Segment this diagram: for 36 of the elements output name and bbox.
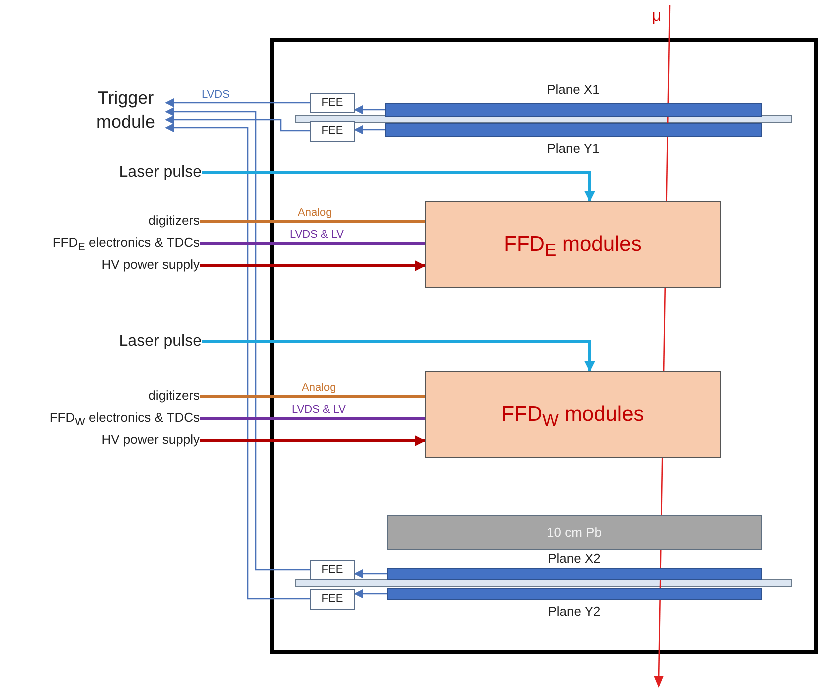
fee-box: FEE	[310, 93, 355, 113]
edge-label: LVDS	[200, 89, 232, 101]
module-label: Trigger module	[86, 86, 166, 138]
module-box: FFD$_{E}$ modules	[425, 201, 721, 288]
module-box: FFD$_{W}$ modules	[425, 371, 721, 458]
connector-arrow	[202, 340, 596, 372]
edge-label: LVDS & LV	[290, 404, 348, 416]
input-label: HV power supply	[30, 256, 200, 274]
input-label: digitizers	[30, 387, 200, 405]
fee-box: FEE	[310, 560, 355, 580]
connector-arrow	[354, 126, 385, 134]
fee-box: FEE	[310, 121, 355, 142]
plane-label: Plane X1	[546, 82, 601, 97]
connector-arrow	[354, 590, 387, 598]
plane-label: Plane X2	[547, 551, 602, 566]
input-label: FFD$_{E}$ electronics & TDCs	[20, 234, 200, 252]
lead-absorber: 10 cm Pb	[387, 515, 762, 550]
plane-label: Plane Y1	[546, 141, 601, 156]
connector-arrow	[165, 98, 310, 108]
input-label: Laser pulse	[100, 332, 202, 352]
connector-arrow	[200, 436, 426, 446]
connector-arrow	[202, 172, 596, 202]
edge-label: Analog	[296, 207, 334, 219]
fee-box: FEE	[310, 589, 355, 610]
edge-label: Analog	[300, 382, 338, 394]
particle-label: μ	[652, 6, 662, 26]
connector-arrow	[354, 570, 387, 578]
connector-arrow	[200, 260, 426, 272]
input-label: digitizers	[30, 212, 200, 230]
input-label: HV power supply	[30, 431, 200, 449]
connector-arrow	[354, 106, 385, 114]
connector-arrow	[165, 116, 310, 132]
edge-label: LVDS & LV	[288, 229, 346, 241]
input-label: Laser pulse	[100, 163, 202, 183]
input-label: FFD$_{W}$ electronics & TDCs	[20, 409, 200, 427]
plane-label: Plane Y2	[547, 604, 602, 619]
